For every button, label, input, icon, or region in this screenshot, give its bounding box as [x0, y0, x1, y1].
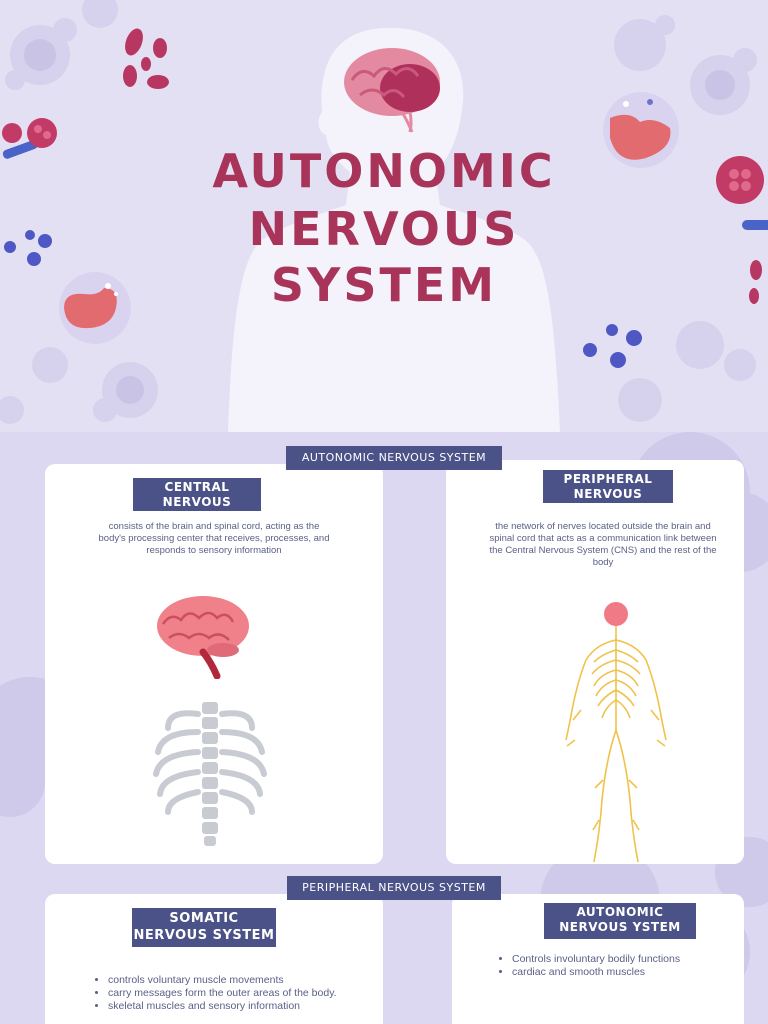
heading-line-1: PERIPHERAL [563, 472, 653, 486]
page-title-line-1: AUTONOMIC [212, 144, 556, 198]
heading-line-2: NERVOUS SYSTEM [162, 495, 232, 524]
list-item: Controls involuntary bodily functions [512, 953, 742, 966]
description-central-nervous-system: consists of the brain and spinal cord, a… [98, 521, 330, 556]
germ-icon [2, 118, 57, 159]
lower-section: AUTONOMIC NERVOUS SYSTEM CENTRAL NERVOUS… [0, 432, 768, 1024]
background-germs-decoration [0, 0, 757, 424]
page-title-line-2: NERVOUS [248, 202, 520, 256]
page-title-line-3: SYSTEM [270, 258, 498, 312]
spine-ribcage-icon [153, 702, 267, 846]
section-label-peripheral: PERIPHERAL NERVOUS SYSTEM [287, 876, 501, 900]
germ-icon [4, 230, 52, 266]
list-item: skeletal muscles and sensory information [108, 1000, 346, 1013]
heading-line-1: SOMATIC [169, 911, 239, 926]
heading-autonomic-nervous-system: AUTONOMIC NERVOUS YSTEM [544, 903, 696, 939]
heading-central-nervous-system: CENTRAL NERVOUS SYSTEM [133, 478, 261, 524]
heading-line-2: NERVOUS SYSTEM [133, 928, 275, 943]
nervous-system-body-icon [565, 602, 667, 863]
heading-somatic-nervous-system: SOMATIC NERVOUS SYSTEM [132, 908, 276, 947]
hero-section: AUTONOMIC NERVOUS SYSTEM [0, 0, 768, 432]
section-label-autonomic: AUTONOMIC NERVOUS SYSTEM [286, 446, 502, 470]
heading-line-1: CENTRAL [164, 480, 230, 494]
brain-icon [344, 48, 440, 133]
germ-icon [583, 324, 642, 368]
autonomic-bullet-list: Controls involuntary bodily functions ca… [500, 953, 742, 979]
heading-line-2: NERVOUS SYSTEM [573, 487, 643, 516]
germ-icon [603, 92, 679, 168]
blood-cell-icon [749, 260, 762, 304]
list-item: carry messages form the outer areas of t… [108, 987, 346, 1000]
heading-line-1: AUTONOMIC [576, 905, 664, 919]
list-item: controls voluntary muscle movements [108, 974, 346, 987]
germ-icon [59, 272, 131, 344]
description-peripheral-nervous-system: the network of nerves located outside th… [489, 521, 717, 568]
heading-peripheral-nervous-system: PERIPHERAL NERVOUS SYSTEM [543, 470, 673, 516]
germ-icon [716, 156, 768, 230]
somatic-bullet-list: controls voluntary muscle movements carr… [96, 974, 346, 1013]
list-item: cardiac and smooth muscles [512, 966, 742, 979]
human-silhouette [228, 27, 560, 432]
brain-icon [157, 596, 249, 679]
heading-line-2: NERVOUS YSTEM [559, 920, 681, 934]
blood-cell-icon [123, 28, 169, 89]
